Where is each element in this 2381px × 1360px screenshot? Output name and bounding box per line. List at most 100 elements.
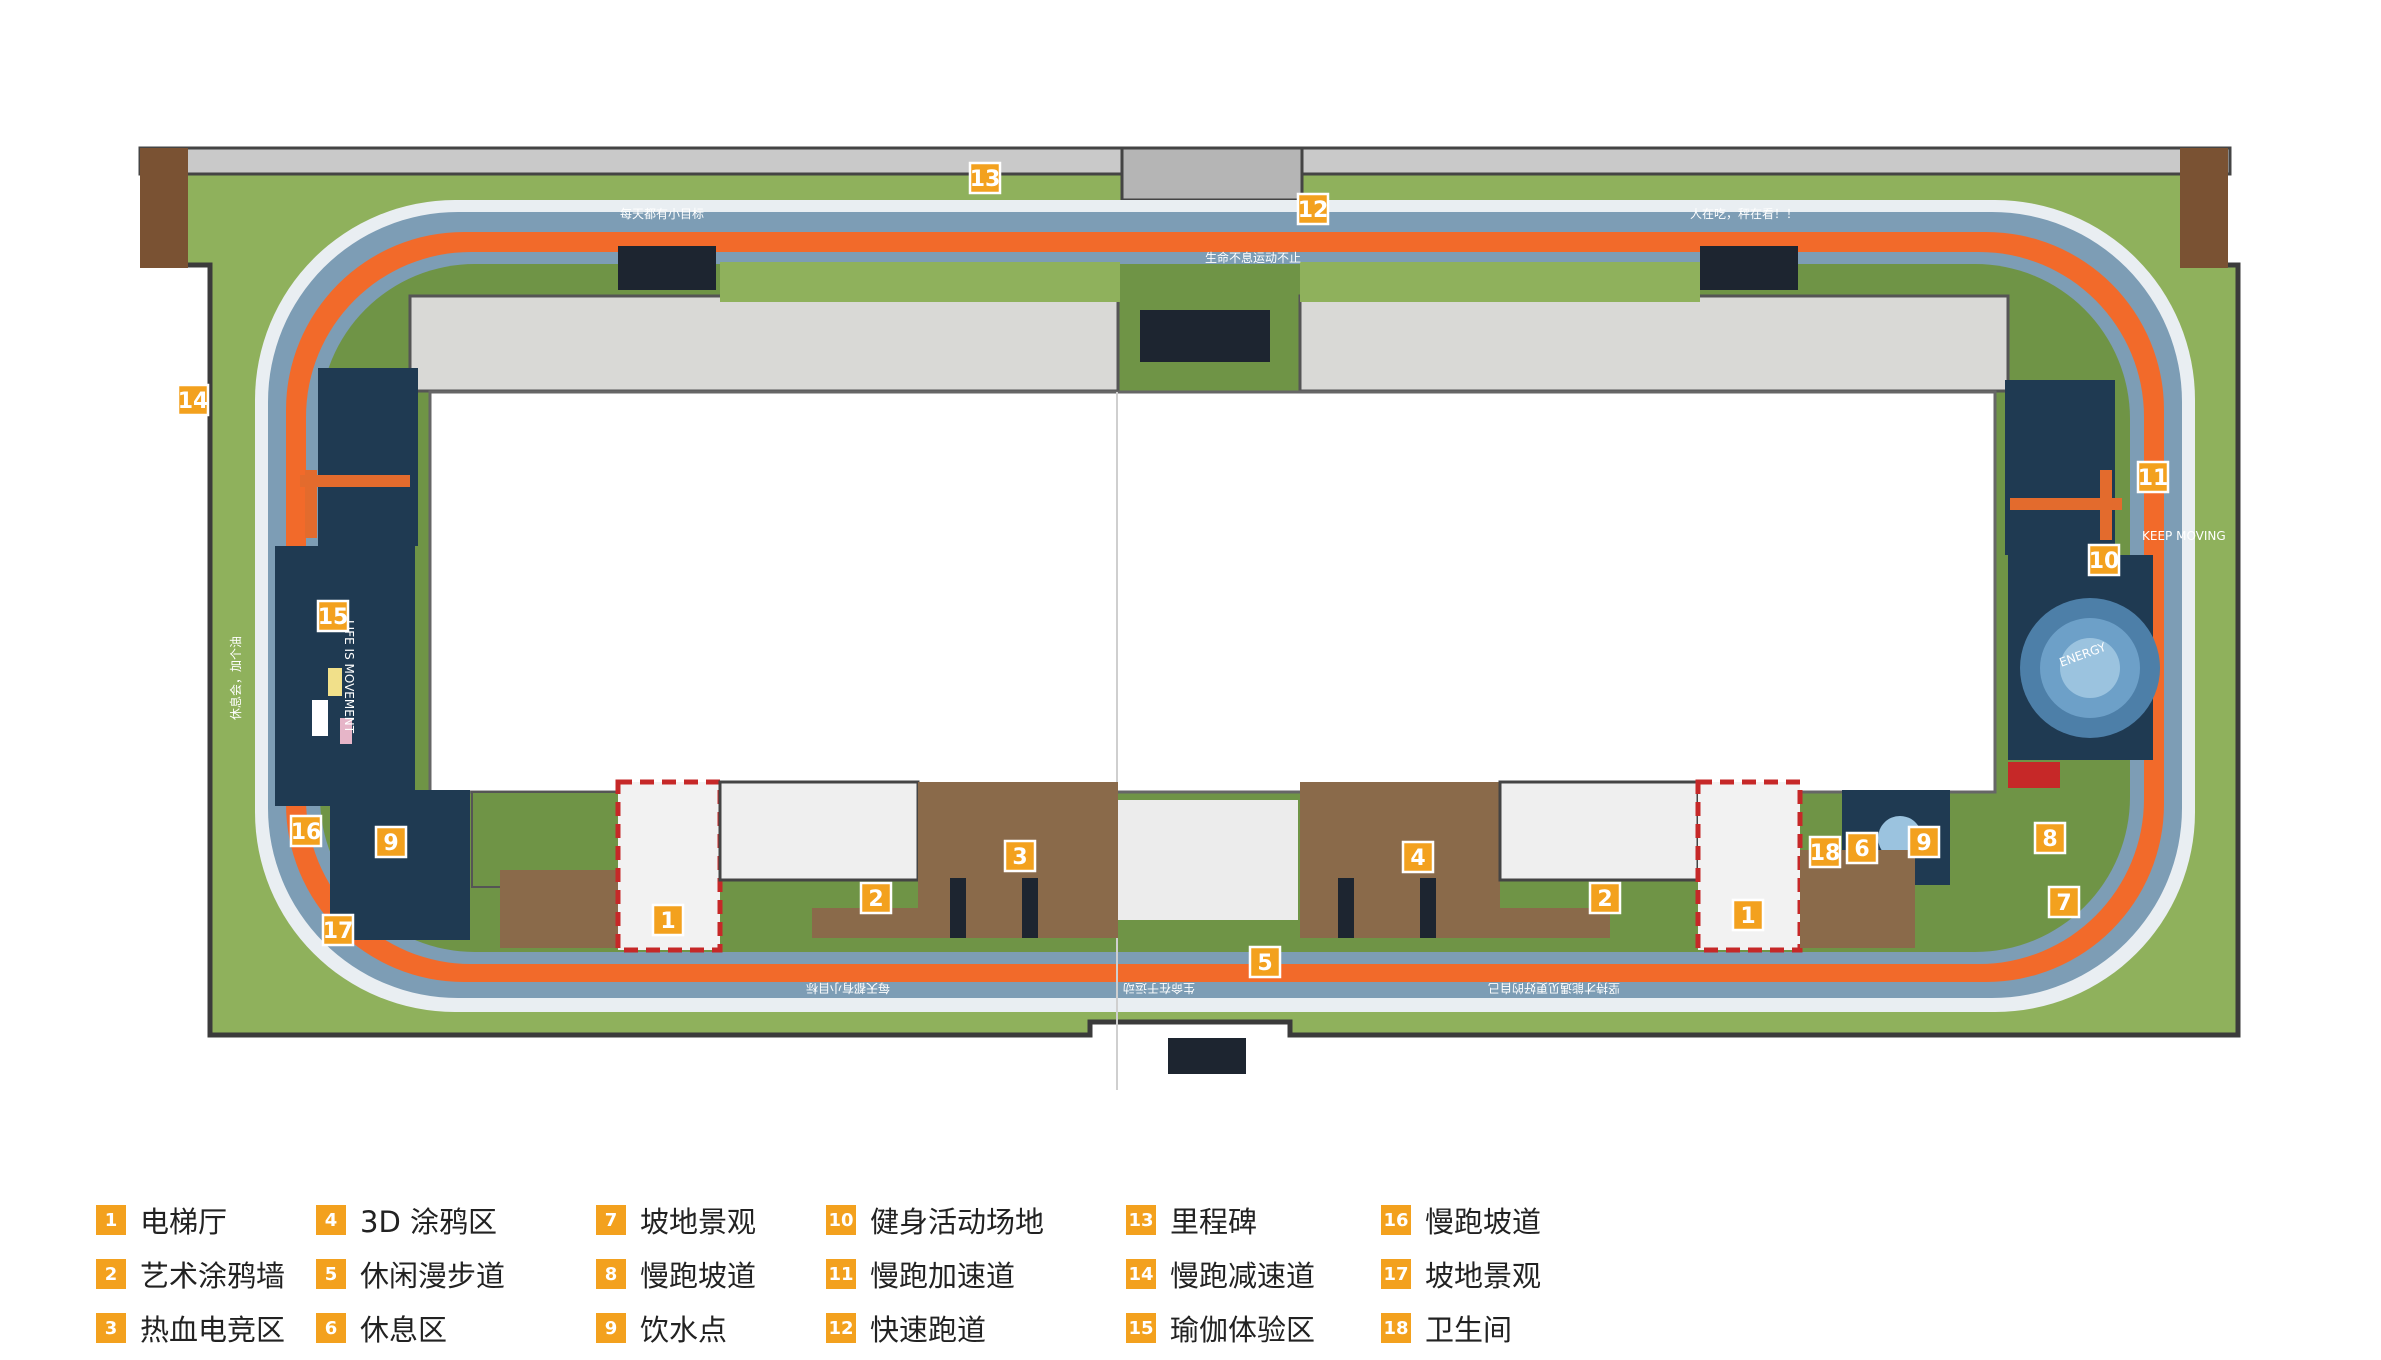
marker-box [1808, 835, 1842, 869]
area-marker-16: 16 [289, 814, 323, 848]
area-marker-2: 2 [859, 881, 893, 915]
legend-label: 饮水点 [640, 1313, 728, 1347]
legend-label: 快速跑道 [870, 1313, 987, 1347]
legend-item: 13 里程碑 [1126, 1198, 1257, 1242]
area-marker-6: 6 [1845, 831, 1879, 865]
right-fitness-zone [2005, 380, 2115, 555]
legend-item: 17 坡地景观 [1381, 1252, 1541, 1296]
legend-number: 11 [826, 1259, 856, 1289]
marker-number: 12 [1298, 198, 1329, 223]
legend-label: 慢跑坡道 [1425, 1205, 1542, 1239]
site-plan: 每天都有小目标 生命不息运动不止 人在吃，秤在看！！ KEEP MOVING E… [138, 146, 2241, 1090]
central-void [428, 390, 1997, 794]
stair-block-top-right [1700, 246, 1798, 290]
left-yoga-zone [275, 546, 415, 806]
area-marker-17: 17 [321, 913, 355, 947]
marker-box [968, 161, 1002, 195]
legend-number: 5 [316, 1259, 346, 1289]
marker-number: 1 [660, 909, 675, 934]
marker-box [289, 814, 323, 848]
energy-circle-inner [2060, 638, 2120, 698]
area-marker-18: 18 [1808, 835, 1842, 869]
legend-number: 14 [1126, 1259, 1156, 1289]
marker-number: 3 [1012, 845, 1027, 870]
legend-number: 16 [1381, 1205, 1411, 1235]
marker-box [2087, 543, 2121, 577]
deck-corner-right [2180, 148, 2228, 268]
legend-label: 艺术涂鸦墙 [140, 1259, 286, 1293]
marker-number: 14 [178, 389, 209, 414]
track-text-5: 休息会，加个油 [228, 636, 243, 720]
marker-box [374, 825, 408, 859]
marker-number: 7 [2056, 891, 2071, 916]
marker-box [1907, 825, 1941, 859]
marker-number: 5 [1257, 951, 1272, 976]
right-equipment-bar [2010, 498, 2122, 510]
marker-number: 8 [2042, 827, 2057, 852]
top-grass-left [720, 262, 1120, 302]
marker-number: 17 [323, 919, 354, 944]
legend-number: 8 [596, 1259, 626, 1289]
area-marker-13: 13 [968, 161, 1002, 195]
top-gap-building [1120, 146, 1304, 202]
track-text-1: 生命不息运动不止 [1205, 250, 1301, 265]
legend-number: 17 [1381, 1259, 1411, 1289]
marker-number: 16 [291, 820, 322, 845]
area-marker-1: 1 [1731, 898, 1765, 932]
legend-item: 11 慢跑加速道 [826, 1252, 1015, 1296]
marker-box [859, 881, 893, 915]
legend-label: 里程碑 [1170, 1205, 1258, 1239]
dark-stair-left [950, 878, 966, 938]
marker-number: 11 [2138, 466, 2169, 491]
legend-item: 12 快速跑道 [826, 1306, 986, 1350]
legend-number: 12 [826, 1313, 856, 1343]
area-marker-3: 3 [1003, 839, 1037, 873]
marker-box [1731, 898, 1765, 932]
legend-label: 慢跑加速道 [870, 1259, 1016, 1293]
marker-box [176, 383, 210, 417]
marker-box [2033, 821, 2067, 855]
track-text-2: 人在吃，秤在看！！ [1690, 207, 1798, 221]
marker-box [316, 599, 350, 633]
marker-number: 6 [1854, 837, 1869, 862]
legend-number: 13 [1126, 1205, 1156, 1235]
area-marker-5: 5 [1248, 945, 1282, 979]
area-marker-9: 9 [1907, 825, 1941, 859]
area-marker-1: 1 [651, 903, 685, 937]
area-marker-14: 14 [176, 383, 210, 417]
stair-block-top-left [618, 246, 716, 290]
top-paving-left [408, 294, 1120, 393]
legend-number: 15 [1126, 1313, 1156, 1343]
marker-number: 9 [1916, 831, 1931, 856]
legend-number: 4 [316, 1205, 346, 1235]
legend-label: 休息区 [360, 1313, 448, 1347]
marker-box [651, 903, 685, 937]
marker-box [1248, 945, 1282, 979]
area-marker-11: 11 [2136, 460, 2170, 494]
deck-corner-left [140, 148, 188, 268]
legend-item: 16 慢跑坡道 [1381, 1198, 1541, 1242]
legend-label: 3D 涂鸦区 [360, 1205, 497, 1239]
legend-label: 坡地景观 [1425, 1259, 1542, 1293]
legend-label: 瑜伽体验区 [1170, 1313, 1316, 1347]
track-text-0: 每天都有小目标 [620, 206, 704, 221]
marker-number: 1 [1740, 904, 1755, 929]
legend-label: 热血电竞区 [140, 1313, 286, 1347]
marker-number: 18 [1810, 841, 1841, 866]
legend-number: 1 [96, 1205, 126, 1235]
marker-box [1401, 840, 1435, 874]
area-marker-15: 15 [316, 599, 350, 633]
area-marker-4: 4 [1401, 840, 1435, 874]
bottom-center-path [1118, 800, 1298, 920]
marker-number: 13 [970, 167, 1001, 192]
left-yoga-mat-2 [312, 700, 328, 736]
bottom-center-stair [1168, 1038, 1246, 1074]
track-text-3: KEEP MOVING [2142, 529, 2226, 543]
graffiti-deck [1300, 782, 1500, 938]
